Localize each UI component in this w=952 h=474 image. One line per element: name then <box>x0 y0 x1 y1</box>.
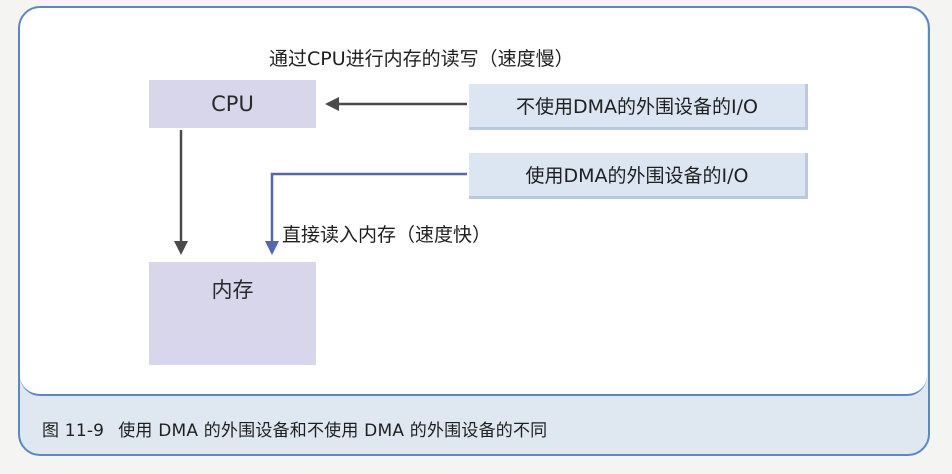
caption-text: 使用 DMA 的外围设备和不使用 DMA 的外围设备的不同 <box>118 421 548 441</box>
figure-caption: 图 11-9 使用 DMA 的外围设备和不使用 DMA 的外围设备的不同 <box>42 416 547 441</box>
device-with-dma-label: 使用DMA的外围设备的I/O <box>525 165 749 187</box>
device-without-dma: 不使用DMA的外围设备的I/O <box>469 84 808 130</box>
figure-frame: 通过CPU进行内存的读写（速度慢） CPU 不使用DMA的外围设备的I/O 使用… <box>18 6 930 456</box>
cpu-path-label: 通过CPU进行内存的读写（速度慢） <box>269 48 574 70</box>
diagram-panel: 通过CPU进行内存的读写（速度慢） CPU 不使用DMA的外围设备的I/O 使用… <box>20 8 927 396</box>
device-without-dma-label: 不使用DMA的外围设备的I/O <box>516 96 758 118</box>
memory-box: 内存 <box>149 262 316 365</box>
device-with-dma: 使用DMA的外围设备的I/O <box>469 153 808 199</box>
figure-number: 图 11-9 <box>42 421 105 441</box>
cpu-label: CPU <box>211 92 254 116</box>
direct-memory-label: 直接读入内存（速度快） <box>282 224 492 246</box>
memory-label: 内存 <box>211 278 254 302</box>
cpu-box: CPU <box>149 80 316 128</box>
